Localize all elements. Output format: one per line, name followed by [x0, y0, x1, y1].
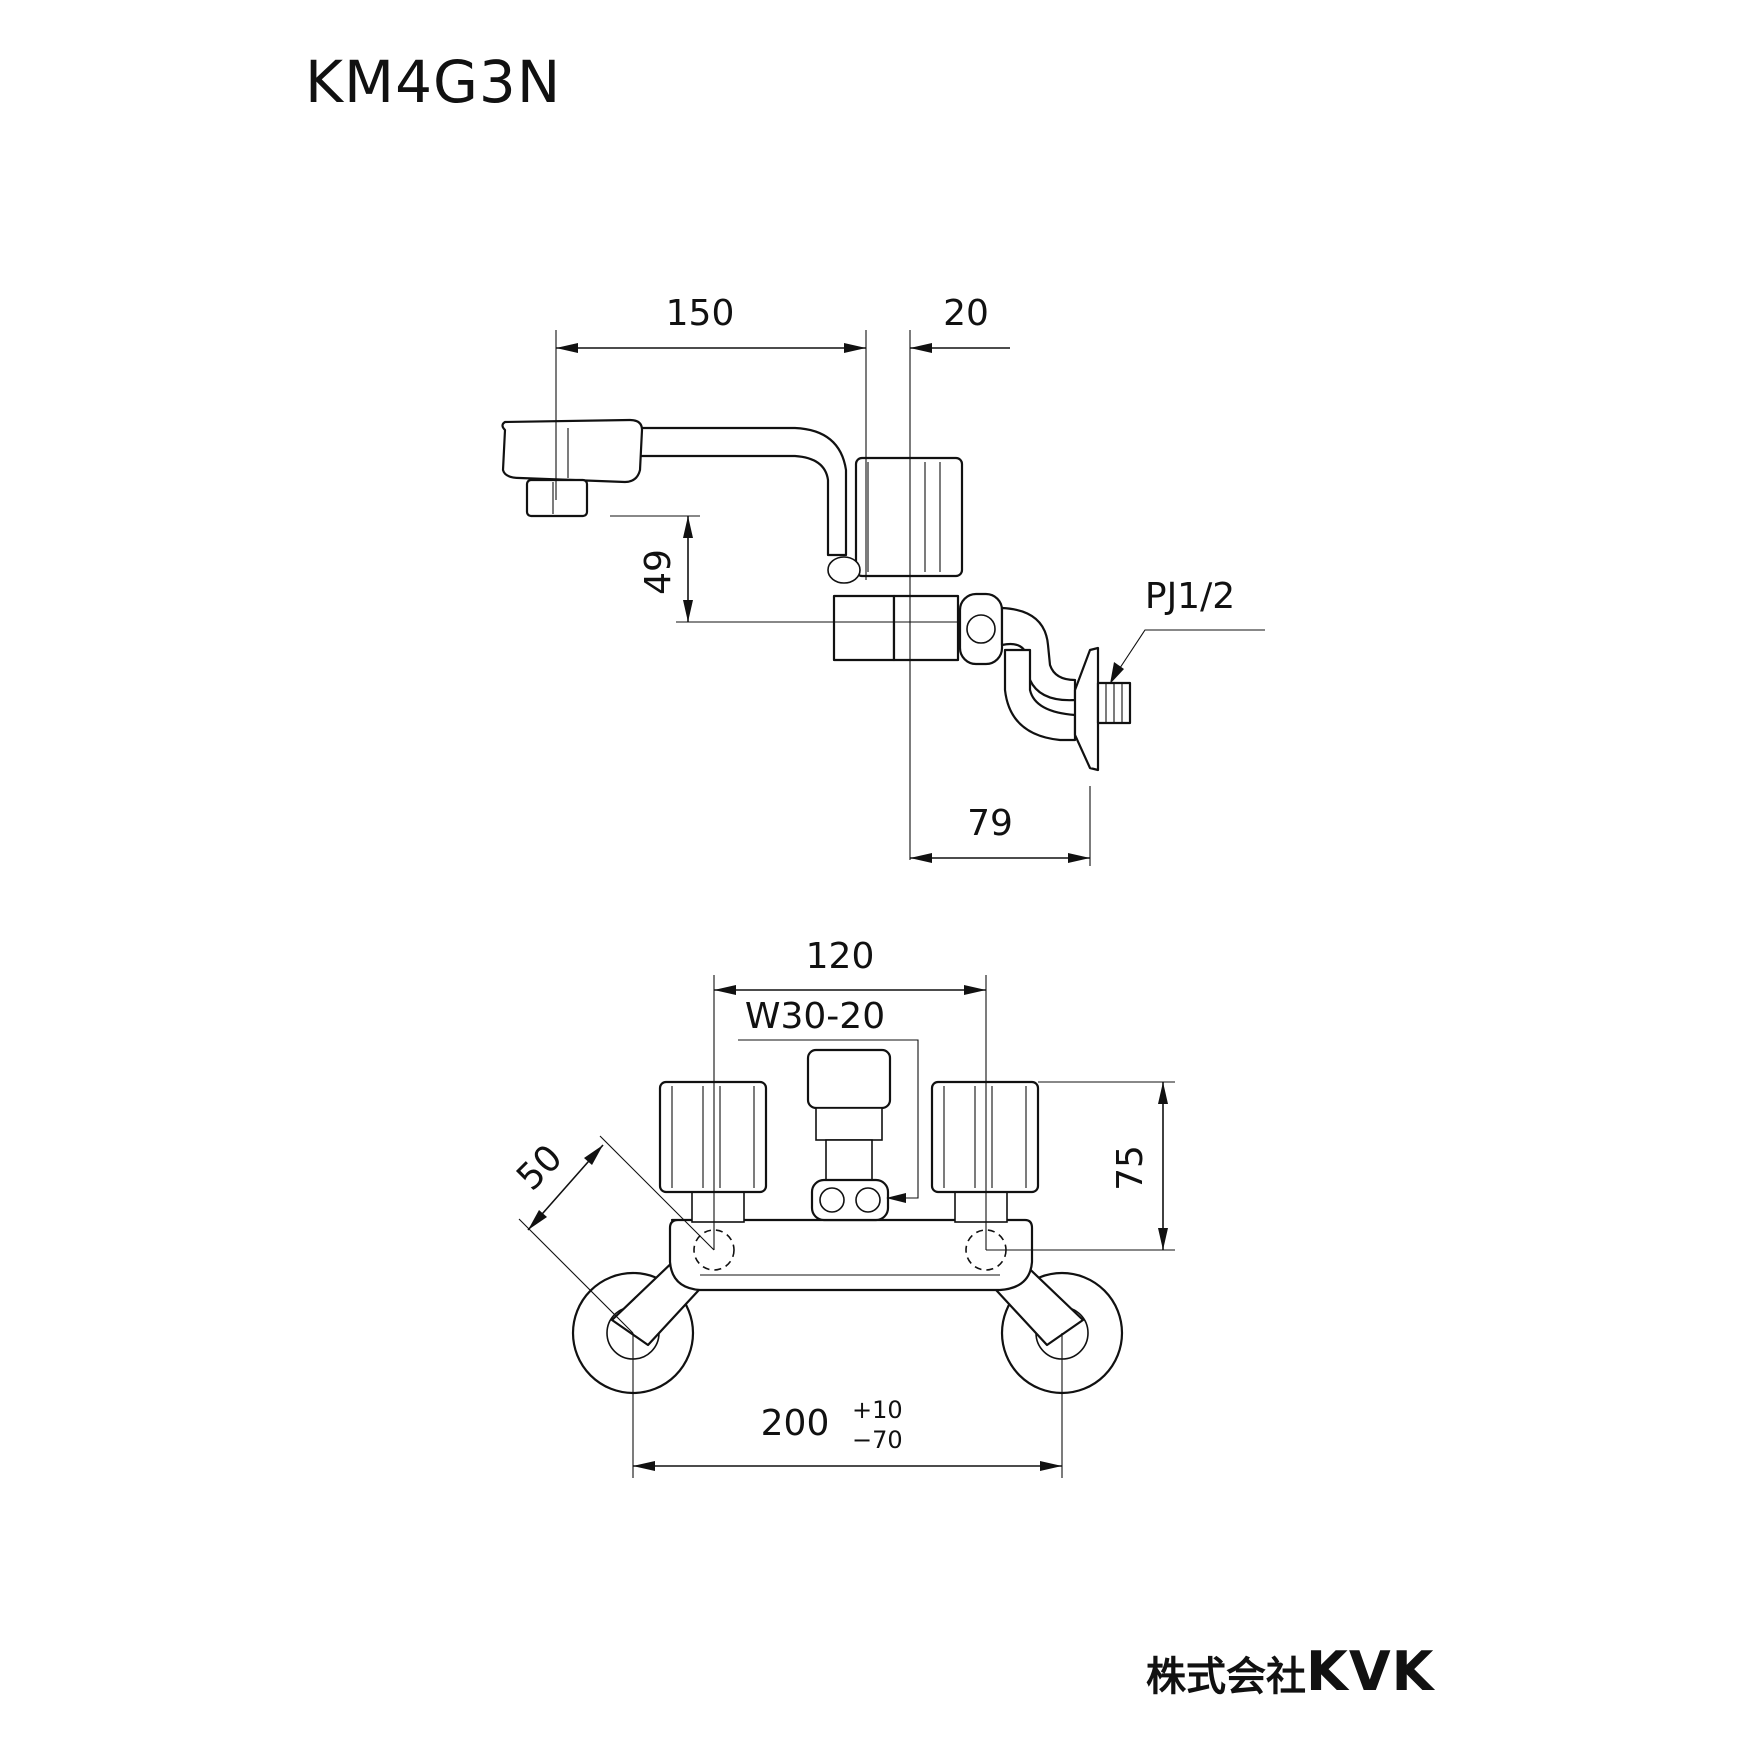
dim-mount-spacing: 200: [761, 1403, 830, 1444]
crank-lower: [1003, 648, 1077, 742]
spout-pipe: [638, 426, 848, 557]
arrow-20: [910, 343, 932, 353]
body-block-front: [892, 594, 960, 662]
valve-handle-grip: [867, 462, 941, 572]
body-block: [832, 594, 896, 662]
ext-50-a: [599, 1135, 715, 1251]
wall-flange: [1073, 646, 1100, 772]
arrow-200-r: [1040, 1461, 1062, 1471]
arrow-120-r: [964, 985, 986, 995]
outlet-label: W30-20: [745, 996, 885, 1037]
company-logo: 株式会社KVK: [1146, 1640, 1434, 1703]
arrow-outlet: [886, 1193, 906, 1203]
dim-spout-length: 150: [666, 293, 735, 334]
hidden-port-left: [693, 1229, 735, 1271]
valve-handle: [854, 456, 964, 578]
handle-right: [930, 1080, 1040, 1194]
body-bar: [668, 1218, 1034, 1292]
arrow-49-t: [683, 516, 693, 538]
arrow-75-t: [1158, 1082, 1168, 1104]
outlet-nut-r: [855, 1187, 881, 1213]
arrow-150-r: [844, 343, 866, 353]
wall-thread-lines: [1105, 684, 1123, 722]
dim-height: 75: [1110, 1145, 1151, 1191]
leader-pj: [1111, 629, 1265, 681]
arrow-120-l: [714, 985, 736, 995]
arrow-200-l: [633, 1461, 655, 1471]
arrow-79-r: [1068, 853, 1090, 863]
outlet-collar: [815, 1107, 883, 1141]
dim-wall-depth: 79: [967, 803, 1013, 844]
arrow-150-l: [556, 343, 578, 353]
aerator: [525, 478, 589, 518]
ext-50-b: [518, 1218, 634, 1334]
tolerance-plus: +10: [852, 1396, 903, 1424]
stem-left: [691, 1189, 745, 1223]
front-view: 120 W30-20 75 50 200 +10 −70: [509, 936, 1175, 1478]
dim-handle-spacing: 120: [806, 936, 875, 977]
arrow-pj: [1110, 662, 1124, 684]
handle-right-grip: [943, 1086, 1027, 1188]
outlet-cap: [806, 1048, 892, 1110]
arrow-75-b: [1158, 1228, 1168, 1250]
side-view: 150 20 49 79 PJ1/2: [501, 293, 1265, 866]
handle-left: [658, 1080, 768, 1194]
outlet-nut-l: [819, 1187, 845, 1213]
outlet-stem: [825, 1139, 873, 1181]
arrow-49-b: [683, 600, 693, 622]
handle-left-grip: [671, 1086, 755, 1188]
connection-label: PJ1/2: [1145, 576, 1235, 617]
tolerance-minus: −70: [852, 1426, 903, 1454]
arrow-79-l: [910, 853, 932, 863]
union-nut-center: [966, 614, 996, 644]
small-nut: [827, 556, 861, 584]
dim-diagonal: 50: [509, 1137, 570, 1198]
model-title: KM4G3N: [305, 48, 562, 116]
dim-spout-height: 49: [638, 549, 679, 595]
stem-right: [954, 1189, 1008, 1223]
company-name-kvk: KVK: [1306, 1640, 1435, 1703]
spout-head: [501, 418, 644, 484]
arrow-50-b: [528, 1210, 547, 1230]
arrow-50-a: [584, 1145, 603, 1165]
dim-body-offset: 20: [943, 293, 989, 334]
company-name-jp: 株式会社: [1146, 1654, 1306, 1700]
